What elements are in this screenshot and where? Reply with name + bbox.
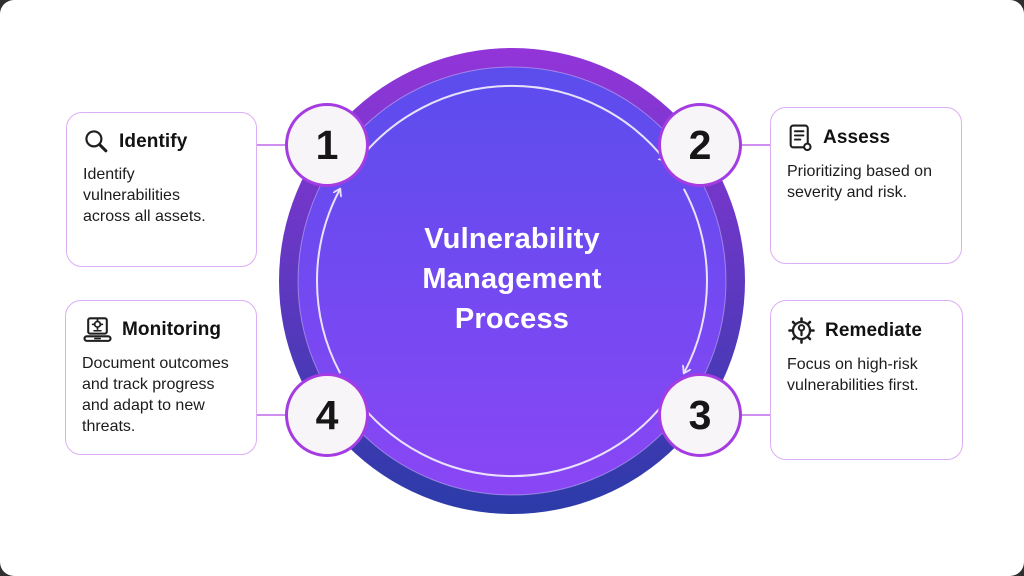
arrow-step3-to-step4 — [358, 401, 667, 478]
search-icon — [83, 128, 110, 155]
step-description-assess: Prioritizing based on severity and risk. — [787, 163, 932, 202]
arrow-step4-to-step1 — [316, 190, 340, 374]
step-number-4: 4 — [285, 373, 369, 457]
arrow-step1-to-step2 — [357, 84, 665, 161]
report-document-icon — [787, 123, 814, 152]
connector-monitoring — [252, 414, 292, 416]
step-description-monitoring: Document outcomes and track progress and… — [82, 355, 229, 436]
step-number-3: 3 — [658, 373, 742, 457]
step-card-monitoring: Monitoring Document outcomes and track p… — [65, 300, 257, 455]
connector-identify — [252, 144, 292, 146]
step-title-identify: Identify — [119, 130, 188, 152]
laptop-gear-icon — [82, 316, 113, 344]
step-card-assess: Assess Prioritizing based on severity an… — [770, 107, 962, 264]
step-title-remediate: Remediate — [825, 319, 922, 341]
step-card-remediate: Remediate Focus on high-risk vulnerabili… — [770, 300, 963, 460]
arrow-step2-to-step3 — [684, 188, 708, 373]
cycle-arrows — [316, 84, 708, 478]
step-title-monitoring: Monitoring — [122, 319, 222, 340]
process-title: Vulnerability Management Process — [422, 223, 602, 336]
step-card-identify: Identify Identify vulnerabilities across… — [66, 112, 257, 267]
step-description-identify: Identify vulnerabilities across all asse… — [83, 166, 206, 226]
step-number-1: 1 — [285, 103, 369, 187]
step-description-remediate: Focus on high-risk vulnerabilities first… — [787, 356, 919, 395]
step-number-2: 2 — [658, 103, 742, 187]
cycle-ring — [279, 48, 745, 514]
connector-assess — [735, 144, 775, 146]
step-title-assess: Assess — [823, 126, 891, 148]
gear-wrench-icon — [787, 316, 816, 345]
connector-remediate — [735, 414, 775, 416]
